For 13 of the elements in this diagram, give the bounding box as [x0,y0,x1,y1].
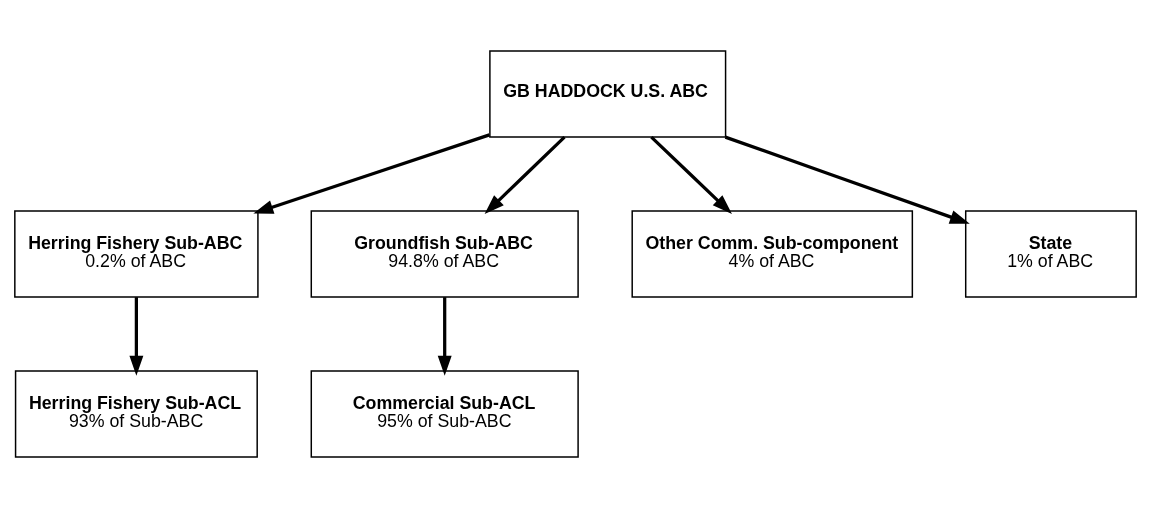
node-box: Herring Fishery Sub-ABC 0.2% of ABC [14,209,259,298]
arrow [253,132,490,214]
arrow [724,135,970,224]
arrow [129,296,144,376]
arrow [650,135,732,214]
node-box: Herring Fishery Sub-ACL 93% of Sub-ABC [14,369,258,458]
node-box: Other Comm. Sub-component 4% of ABC [631,209,914,298]
node-box: State 1% of ABC [964,209,1137,298]
node-box: GB HADDOCK U.S. ABC [489,49,727,138]
arrow [437,296,452,376]
node-box: Commercial Sub-ACL 95% of Sub-ABC [310,369,579,458]
arrow [484,135,566,214]
node-box: Groundfish Sub-ABC 94.8% of ABC [310,209,579,298]
